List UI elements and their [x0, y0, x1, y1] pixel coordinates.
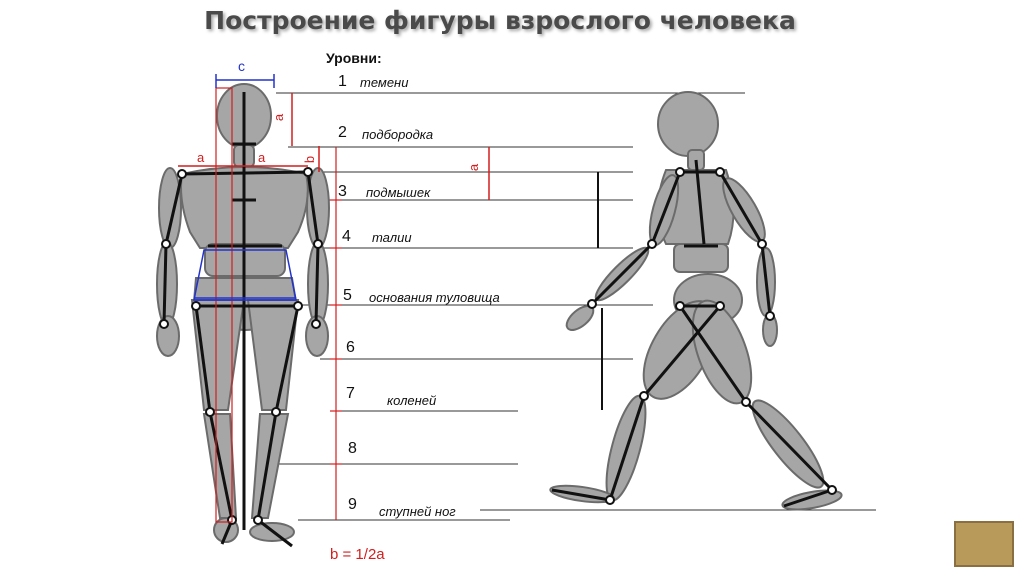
slide-title: Построение фигуры взрослого человека	[204, 6, 796, 35]
level-name-7: коленей	[387, 393, 437, 408]
front-right-shin	[250, 413, 290, 519]
level-num-1: 1	[338, 73, 347, 90]
level-num-9: 9	[348, 496, 357, 513]
dimension-a-label-left: a	[197, 150, 205, 165]
level-num-5: 5	[343, 287, 352, 304]
walk-waist	[673, 243, 729, 273]
level-num-3: 3	[338, 183, 347, 200]
front-skeleton	[162, 92, 320, 548]
formula-text: b = 1/2a	[330, 546, 385, 563]
walking-joints	[587, 167, 837, 505]
level-name-2: подбородка	[362, 127, 434, 142]
dimension-a-label-right: a	[258, 150, 266, 165]
level-name-1: темени	[360, 75, 409, 90]
levels-heading: Уровни:	[326, 50, 382, 66]
home-button[interactable]	[954, 521, 1014, 567]
dimension-a-label-side: a	[466, 163, 482, 172]
red-ticks	[330, 199, 342, 465]
front-joints	[159, 167, 323, 525]
level-name-9: ступней ног	[379, 504, 456, 519]
walking-skeleton	[551, 159, 834, 508]
dimension-c-label: c	[238, 58, 245, 74]
level-num-2: 2	[338, 124, 347, 141]
level-name-4: талии	[372, 230, 412, 245]
walk-foot-back	[781, 489, 843, 511]
level-name-3: подмышек	[366, 185, 431, 200]
front-left-upper-arm	[158, 167, 182, 249]
level-name-5: основания туловища	[369, 290, 500, 305]
walk-head	[657, 91, 719, 157]
level-num-4: 4	[342, 228, 351, 245]
front-right-thigh	[246, 299, 300, 411]
level-num-7: 7	[346, 385, 355, 402]
level-num-6: 6	[346, 339, 355, 356]
front-left-thigh	[190, 299, 246, 411]
dimension-b-label: b	[302, 155, 318, 164]
walk-thigh-back	[691, 299, 753, 405]
level-num-8: 8	[348, 440, 357, 457]
dimension-a-label-head: a	[271, 113, 287, 122]
front-guides	[178, 74, 490, 523]
